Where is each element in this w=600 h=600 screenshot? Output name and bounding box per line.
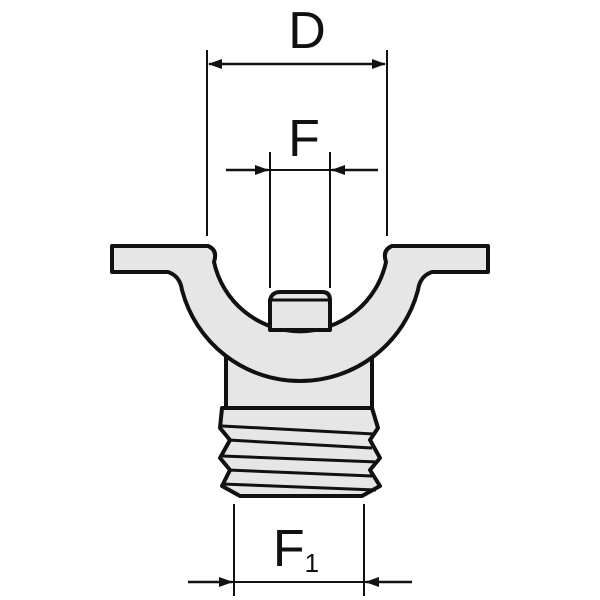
- dimension-d: [206, 50, 388, 236]
- label-f: F: [288, 110, 320, 168]
- label-f1: F1: [273, 520, 319, 578]
- flange-cup: [110, 244, 490, 383]
- thread-lines: [221, 424, 379, 492]
- center-pin: [268, 290, 332, 332]
- label-f1-sub: 1: [305, 548, 319, 578]
- threaded-shank: [218, 406, 382, 498]
- dimension-f1: [188, 504, 412, 596]
- dimension-f: [226, 152, 378, 288]
- label-f1-main: F: [273, 520, 305, 578]
- label-d: D: [288, 2, 326, 60]
